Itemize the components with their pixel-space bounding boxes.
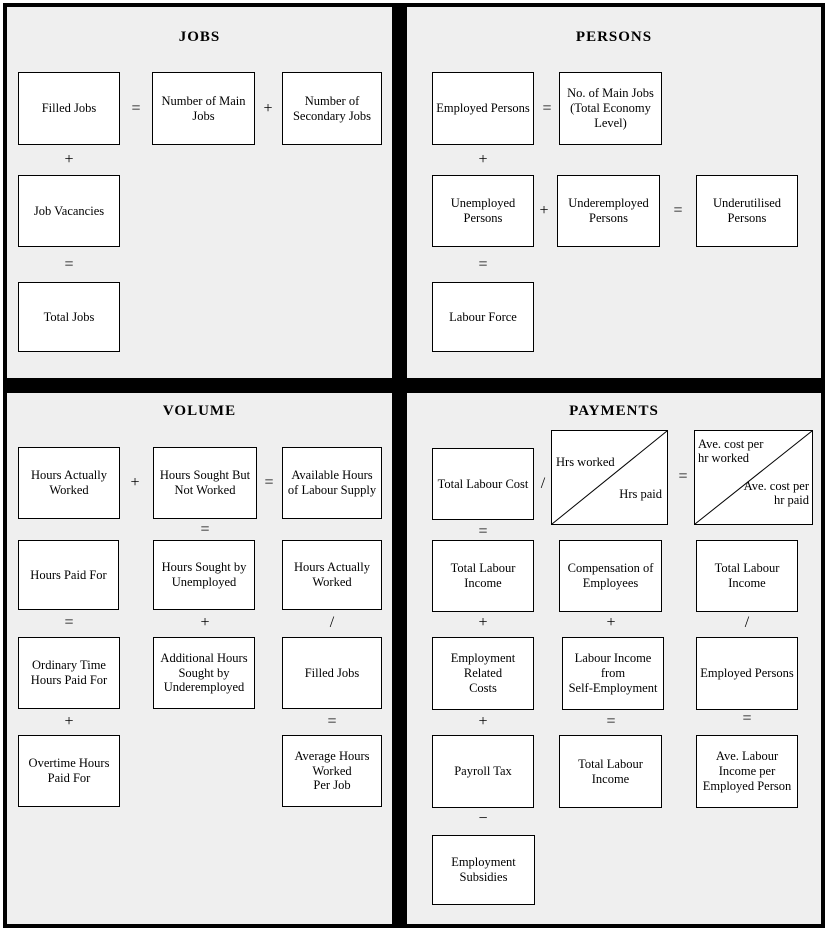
box-job-vacancies: Job Vacancies — [18, 175, 120, 247]
box-employed-persons-2: Employed Persons — [696, 637, 798, 710]
box-labour-force: Labour Force — [432, 282, 534, 352]
operator-plus: + — [64, 151, 74, 168]
box-underutilised-persons: Underutilised Persons — [696, 175, 798, 247]
operator-equals: = — [478, 523, 488, 540]
diagram-frame: JOBS Filled Jobs = Number of Main Jobs +… — [3, 3, 825, 928]
operator-equals: = — [606, 713, 616, 730]
operator-plus: + — [478, 614, 488, 631]
operator-plus: + — [478, 151, 488, 168]
operator-equals: = — [264, 474, 274, 491]
operator-divide: / — [329, 614, 335, 631]
box-total-labour-income-3: Total Labour Income — [559, 735, 662, 808]
box-underemployed-persons: Underemployed Persons — [557, 175, 660, 247]
operator-plus: + — [606, 614, 616, 631]
box-payroll-tax: Payroll Tax — [432, 735, 534, 808]
box-average-hours-worked-per-job: Average Hours Worked Per Job — [282, 735, 382, 807]
box-employed-persons: Employed Persons — [432, 72, 534, 145]
operator-equals: = — [742, 710, 752, 727]
quadrant-volume: VOLUME Hours Actually Worked + Hours Sou… — [7, 393, 392, 924]
operator-divide: / — [540, 475, 546, 492]
operator-plus: + — [200, 614, 210, 631]
operator-equals: = — [131, 100, 141, 117]
box-hours-paid-for: Hours Paid For — [18, 540, 119, 610]
box-hours-sought-but-not-worked: Hours Sought But Not Worked — [153, 447, 257, 519]
operator-minus: − — [478, 810, 488, 827]
box-employment-related-costs: Employment Related Costs — [432, 637, 534, 710]
quadrant-title-jobs: JOBS — [178, 29, 221, 45]
operator-equals: = — [678, 468, 688, 485]
box-unemployed-persons: Unemployed Persons — [432, 175, 534, 247]
operator-equals: = — [327, 713, 337, 730]
box-number-of-main-jobs: Number of Main Jobs — [152, 72, 255, 145]
box-filled-jobs-2: Filled Jobs — [282, 637, 382, 709]
box-ordinary-time-hours-paid-for: Ordinary Time Hours Paid For — [18, 637, 120, 709]
box-total-jobs: Total Jobs — [18, 282, 120, 352]
operator-equals: = — [64, 256, 74, 273]
box-compensation-of-employees: Compensation of Employees — [559, 540, 662, 612]
quadrant-jobs: JOBS Filled Jobs = Number of Main Jobs +… — [7, 7, 392, 378]
box-available-hours-of-labour-supply: Available Hours of Labour Supply — [282, 447, 382, 519]
quadrant-persons: PERSONS Employed Persons = No. of Main J… — [407, 7, 821, 378]
operator-divide: / — [744, 614, 750, 631]
operator-equals: = — [542, 100, 552, 117]
quadrant-title-payments: PAYMENTS — [569, 403, 659, 419]
operator-plus: + — [539, 202, 549, 219]
operator-equals: = — [64, 614, 74, 631]
box-no-of-main-jobs-total-economy: No. of Main Jobs (Total Economy Level) — [559, 72, 662, 145]
operator-plus: + — [64, 713, 74, 730]
box-hours-actually-worked-2: Hours Actually Worked — [282, 540, 382, 610]
operator-equals: = — [200, 521, 210, 538]
box-additional-hours-sought-by-underemployed: Additional Hours Sought by Underemployed — [153, 637, 255, 709]
operator-equals: = — [478, 256, 488, 273]
quadrant-title-volume: VOLUME — [162, 403, 237, 419]
box-number-of-secondary-jobs: Number of Secondary Jobs — [282, 72, 382, 145]
box-total-labour-cost: Total Labour Cost — [432, 448, 534, 520]
diag-label-ave-cost-per-hr-paid: Ave. cost per hr paid — [743, 479, 809, 508]
diagonal-divider-line — [552, 431, 667, 524]
operator-plus: + — [130, 474, 140, 491]
box-filled-jobs: Filled Jobs — [18, 72, 120, 145]
diag-label-hrs-worked: Hrs worked — [556, 455, 615, 469]
box-ave-labour-income-per-employed-person: Ave. Labour Income per Employed Person — [696, 735, 798, 808]
box-total-labour-income-1: Total Labour Income — [432, 540, 534, 612]
operator-equals: = — [673, 202, 683, 219]
box-ave-cost-per-hr-worked-vs-paid: Ave. cost per hr worked Ave. cost per hr… — [694, 430, 813, 525]
box-hours-sought-by-unemployed: Hours Sought by Unemployed — [153, 540, 255, 610]
box-total-labour-income-2: Total Labour Income — [696, 540, 798, 612]
diag-label-hrs-paid: Hrs paid — [619, 487, 662, 501]
diag-label-ave-cost-per-hr-worked: Ave. cost per hr worked — [698, 437, 764, 466]
quadrant-payments: PAYMENTS Total Labour Cost / Hrs worked … — [407, 393, 821, 924]
box-hrs-worked-vs-hrs-paid: Hrs worked Hrs paid — [551, 430, 668, 525]
box-hours-actually-worked: Hours Actually Worked — [18, 447, 120, 519]
operator-plus: + — [263, 100, 273, 117]
diagonal-divider-line — [695, 431, 812, 524]
box-overtime-hours-paid-for: Overtime Hours Paid For — [18, 735, 120, 807]
box-labour-income-from-self-employment: Labour Income from Self-Employment — [562, 637, 664, 710]
box-employment-subsidies: Employment Subsidies — [432, 835, 535, 905]
quadrant-title-persons: PERSONS — [575, 29, 653, 45]
operator-plus: + — [478, 713, 488, 730]
